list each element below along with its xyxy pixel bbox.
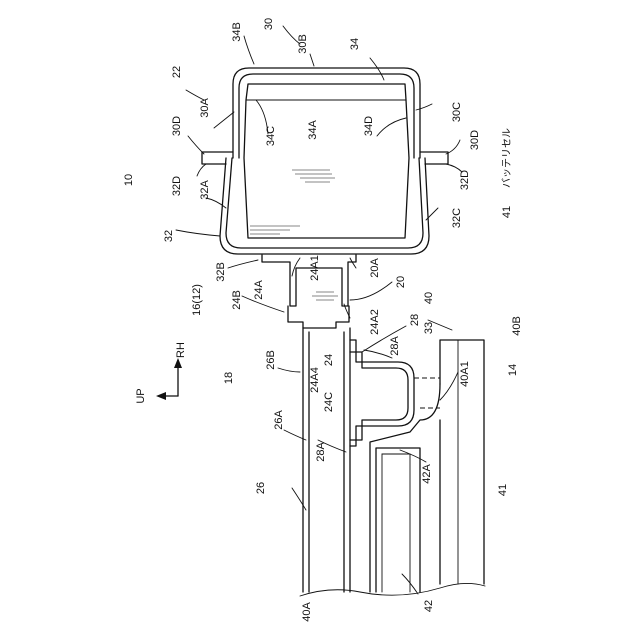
label-30C: 30C [451, 102, 463, 122]
label-30: 30 [263, 18, 275, 30]
label-40: 40 [423, 292, 435, 304]
label-34B: 34B [231, 22, 243, 42]
label-26A: 26A [273, 410, 285, 430]
label-18: 18 [223, 372, 235, 384]
hat-bracket-28 [350, 340, 414, 446]
label-30B: 30B [297, 34, 309, 54]
label-40B: 40B [511, 316, 523, 336]
floor-structure [300, 340, 485, 596]
left-flange [202, 152, 233, 164]
bracket-web [288, 306, 349, 328]
label-40A: 40A [301, 602, 313, 622]
label-30A: 30A [199, 98, 211, 118]
hat-outer [350, 340, 414, 446]
label-30D-left: 30D [171, 116, 183, 136]
case-shading [250, 170, 335, 234]
label-42: 42 [423, 600, 435, 612]
label-34D: 34D [363, 116, 375, 136]
label-24A2: 24A2 [369, 309, 381, 335]
label-24A1: 24A1 [309, 255, 321, 281]
label-16-12: 16(12) [191, 284, 203, 316]
inner-panel-34 [244, 84, 409, 238]
label-32D-left: 32D [171, 176, 183, 196]
label-20A: 20A [369, 258, 381, 278]
arrow-rh-head [156, 392, 166, 400]
member-42-line [382, 454, 410, 592]
label-34C: 34C [265, 126, 277, 146]
member-42-outer [370, 384, 440, 592]
label-28A-upper: 28A [389, 336, 401, 356]
arrow-up-head [174, 358, 182, 368]
battery-case [202, 68, 448, 254]
lower-case-outer [220, 158, 429, 254]
label-24C: 24C [323, 392, 335, 412]
label-42A: 42A [421, 464, 433, 484]
label-41-top: 41 [501, 206, 513, 218]
label-41-bottom: 41 [497, 484, 509, 496]
label-group: 30 34B 30B 34 22 30A 30D 34C 34A 34D 30C… [123, 18, 523, 622]
label-28: 28 [409, 314, 421, 326]
label-34: 34 [349, 38, 361, 50]
label-26: 26 [255, 482, 267, 494]
label-34A: 34A [307, 120, 319, 140]
label-UP: UP [135, 388, 147, 403]
break-line [300, 583, 485, 596]
label-33: 33 [423, 322, 435, 334]
hat-inner [350, 352, 408, 440]
label-24A4: 24A4 [309, 367, 321, 393]
label-24: 24 [323, 354, 335, 366]
label-24A: 24A [253, 280, 265, 300]
label-14: 14 [507, 364, 519, 376]
upper-case-outer [233, 68, 420, 158]
direction-indicator [156, 358, 182, 400]
label-32C: 32C [451, 208, 463, 228]
label-26B: 26B [265, 350, 277, 370]
bracket-shading [312, 292, 338, 300]
member-42-inner [376, 448, 420, 592]
label-battery-cell: バッテリセル [501, 128, 513, 188]
label-28A-lower: 28A [315, 442, 327, 462]
leader-lines [176, 26, 462, 594]
label-22: 22 [171, 66, 183, 78]
label-RH: RH [175, 342, 187, 358]
label-32D-right: 32D [459, 170, 471, 190]
label-32: 32 [163, 230, 175, 242]
label-40A1: 40A1 [459, 361, 471, 387]
label-20: 20 [395, 276, 407, 288]
label-10: 10 [123, 174, 135, 186]
label-30D-right: 30D [469, 130, 481, 150]
label-32A: 32A [199, 180, 211, 200]
label-32B: 32B [215, 262, 227, 282]
right-flange [420, 152, 448, 164]
lower-case-inner [226, 158, 423, 248]
label-24B: 24B [231, 290, 243, 310]
